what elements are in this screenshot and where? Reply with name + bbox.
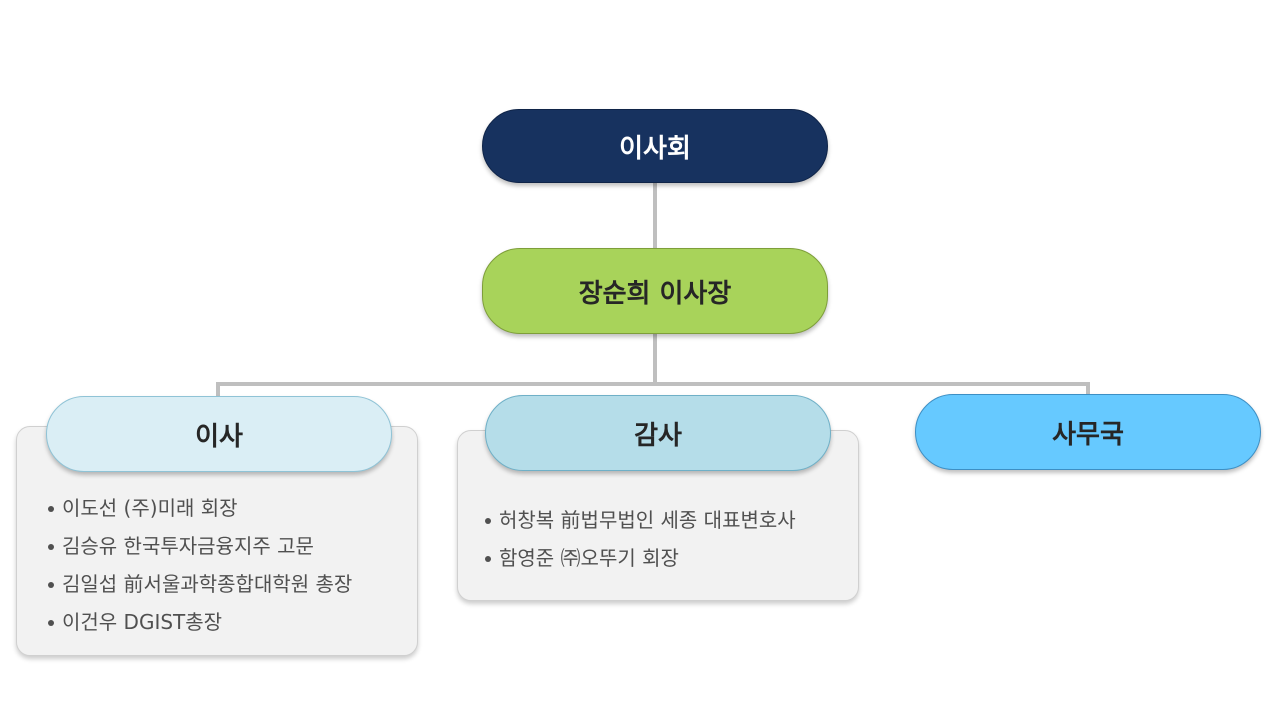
auditors-member-list: 허창복 前법무법인 세종 대표변호사 함영준 ㈜오뚜기 회장 bbox=[485, 501, 796, 577]
secretariat-label: 사무국 bbox=[1052, 419, 1124, 450]
directors-member-list: 이도선 (주)미래 회장 김승유 한국투자금융지주 고문 김일섭 前서울과학종합… bbox=[48, 489, 352, 641]
auditors-label: 감사 bbox=[634, 420, 682, 451]
auditors-node: 감사 bbox=[485, 395, 831, 471]
connector-horizontal bbox=[216, 382, 1090, 386]
bullet-icon bbox=[48, 505, 54, 512]
directors-node: 이사 bbox=[46, 396, 392, 472]
board-label: 이사회 bbox=[619, 133, 691, 164]
board-node: 이사회 bbox=[482, 109, 828, 183]
connector-directors bbox=[216, 382, 220, 398]
bullet-icon bbox=[485, 517, 491, 524]
list-item: 이건우 DGIST총장 bbox=[48, 603, 352, 641]
connector-secretariat bbox=[1086, 382, 1090, 396]
bullet-icon bbox=[485, 555, 491, 562]
connector-board-chairman bbox=[653, 182, 657, 250]
list-item: 함영준 ㈜오뚜기 회장 bbox=[485, 539, 796, 577]
chairman-node: 장순희 이사장 bbox=[482, 248, 828, 334]
bullet-icon bbox=[48, 581, 54, 588]
bullet-icon bbox=[48, 619, 54, 626]
list-item: 김승유 한국투자금융지주 고문 bbox=[48, 527, 352, 565]
connector-chairman-branch bbox=[653, 334, 657, 386]
secretariat-node: 사무국 bbox=[915, 394, 1261, 470]
bullet-icon bbox=[48, 543, 54, 550]
directors-label: 이사 bbox=[195, 421, 243, 452]
chairman-label: 장순희 이사장 bbox=[578, 278, 732, 309]
list-item: 허창복 前법무법인 세종 대표변호사 bbox=[485, 501, 796, 539]
list-item: 이도선 (주)미래 회장 bbox=[48, 489, 352, 527]
list-item: 김일섭 前서울과학종합대학원 총장 bbox=[48, 565, 352, 603]
